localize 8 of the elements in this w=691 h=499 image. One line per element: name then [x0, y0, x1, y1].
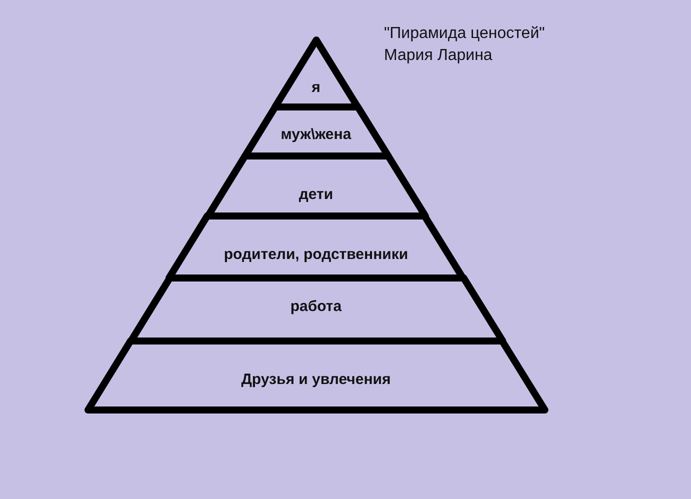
tier-label: Друзья и увлечения: [241, 371, 391, 389]
tier-label: я: [312, 79, 320, 97]
author-name: Мария Ларина: [384, 46, 492, 65]
tier-label: дети: [298, 186, 334, 204]
tier-label: муж\жена: [280, 126, 352, 144]
tier-label: работа: [290, 298, 342, 316]
tier-label: родители, родственники: [224, 246, 408, 264]
diagram-title: "Пирамида ценостей": [384, 24, 545, 43]
